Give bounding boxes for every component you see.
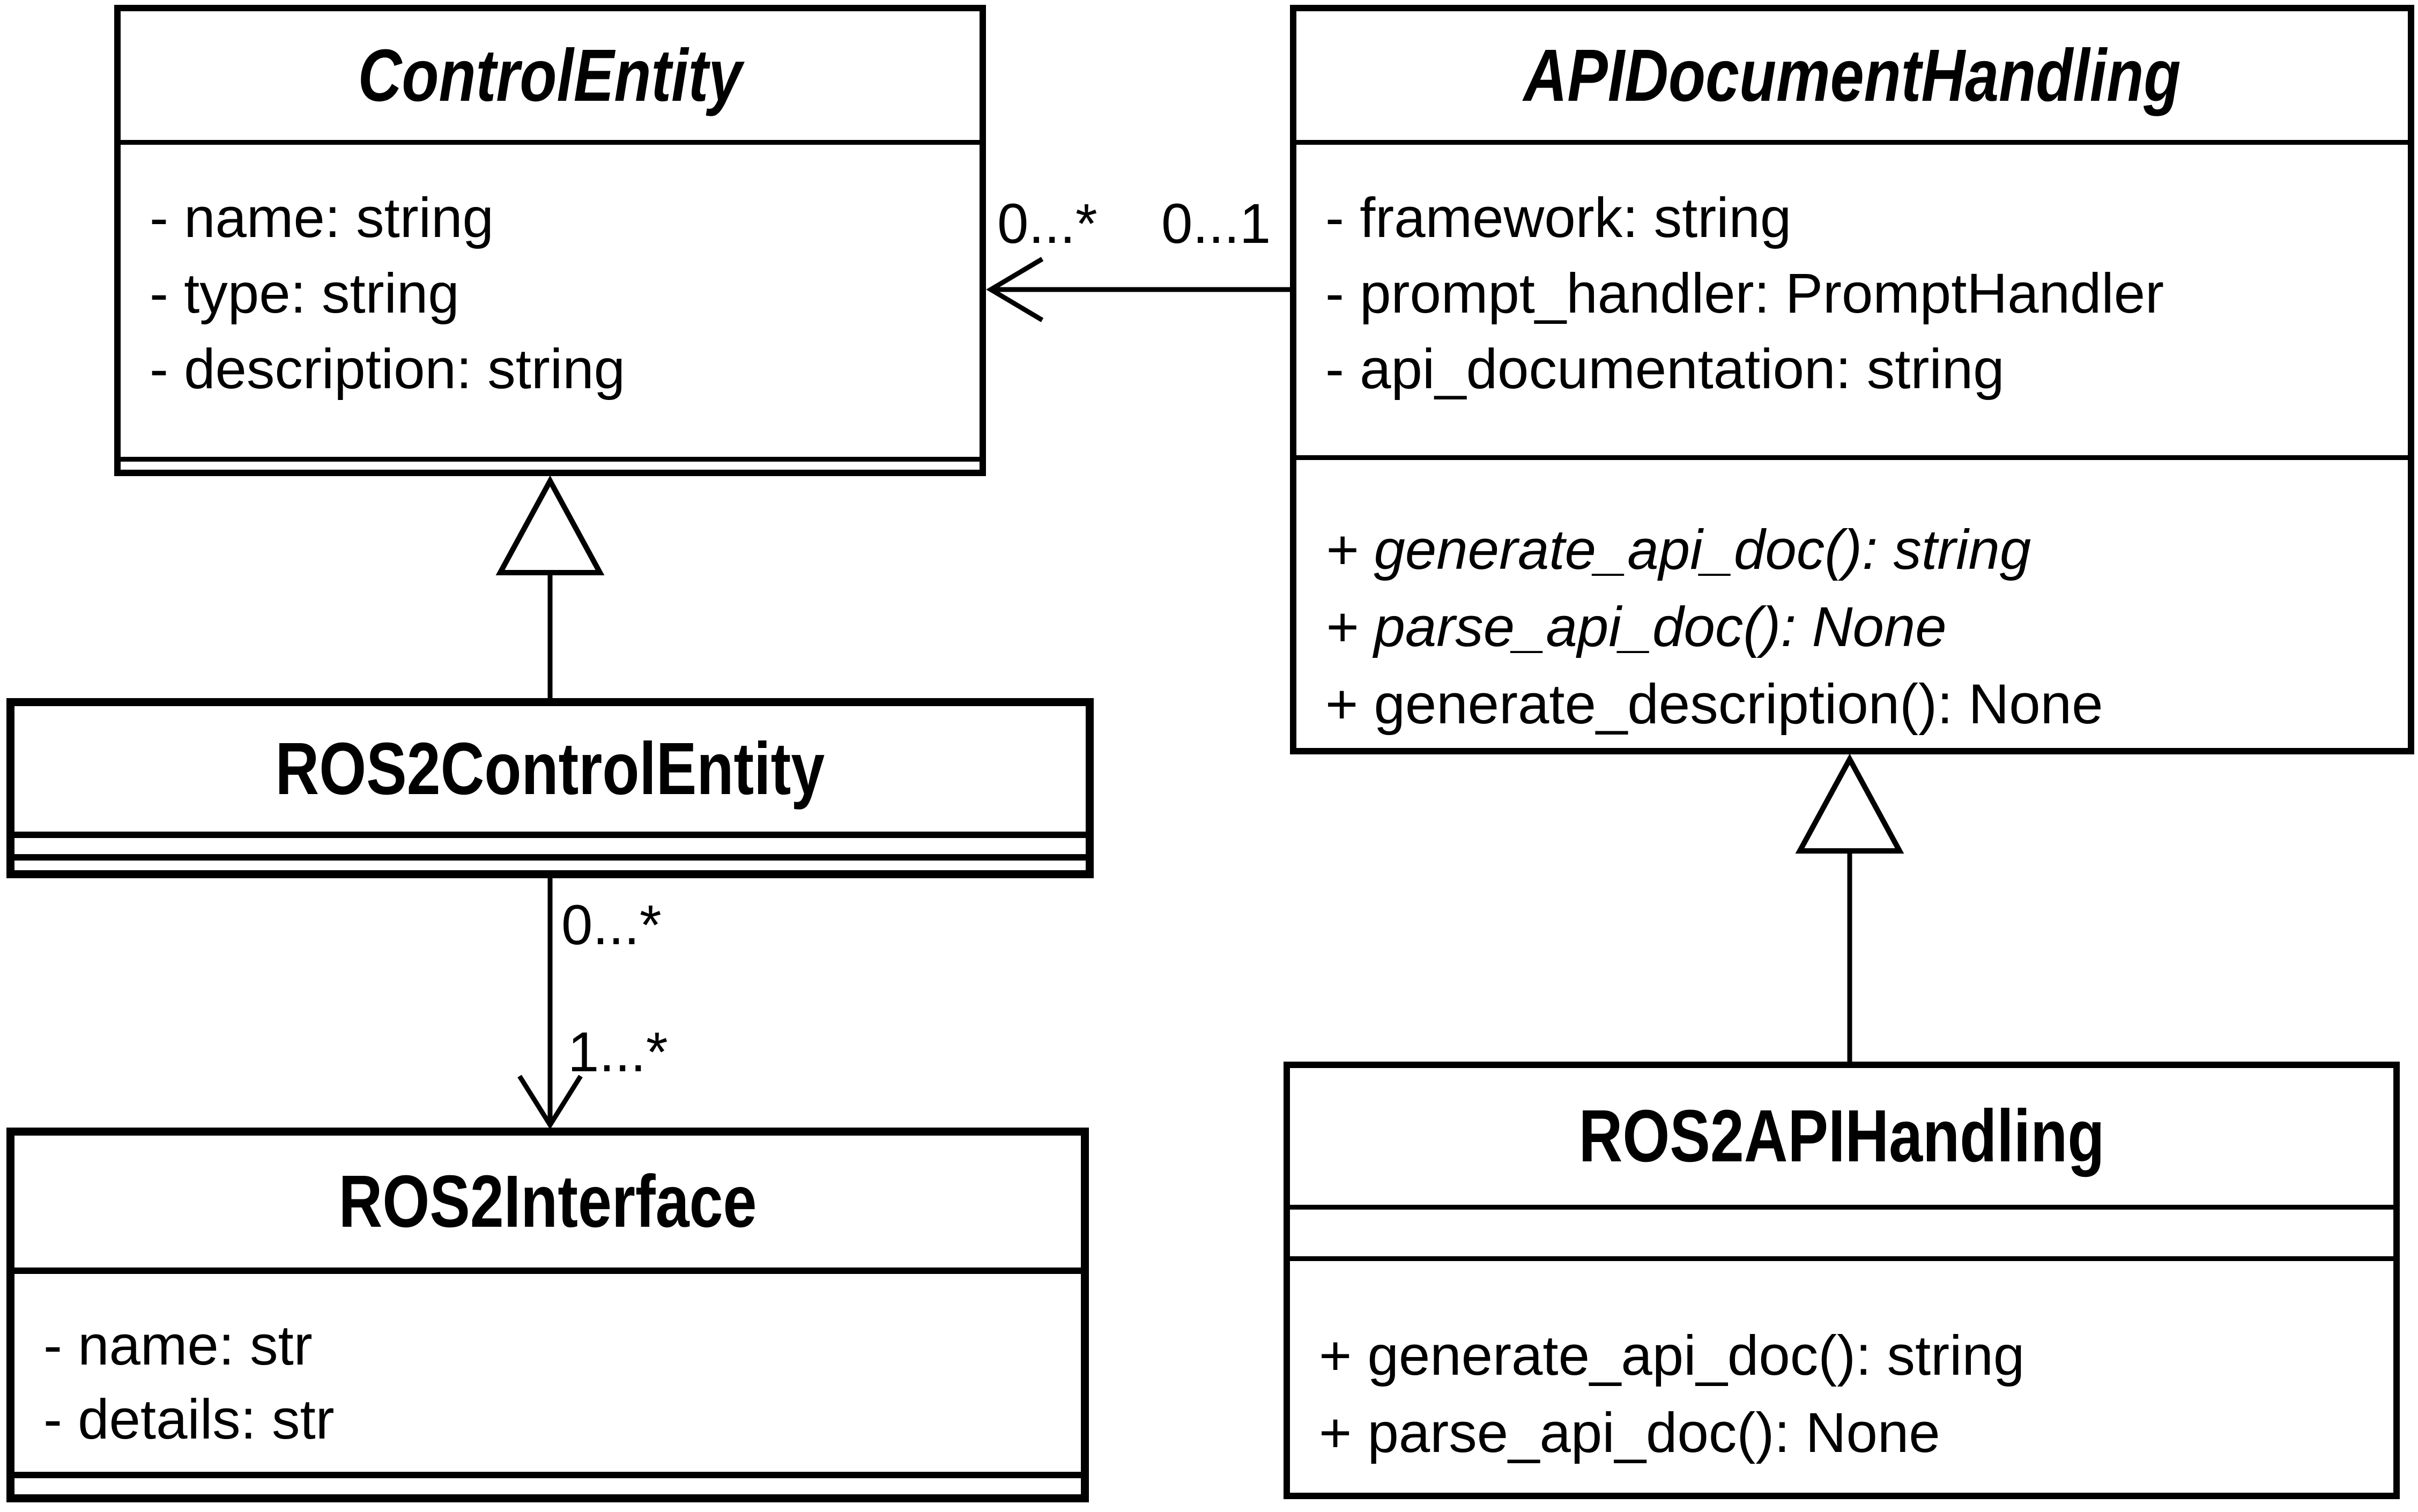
multiplicity-label-controlentity-end: 0...* <box>997 192 1097 255</box>
association-open-arrowhead-controlentity <box>986 257 1044 322</box>
class-title-controlentity: ControlEntity <box>121 11 980 140</box>
generalization-triangle-apidocumenthandling <box>1795 753 1904 854</box>
attribute-row: - name: str <box>43 1314 313 1377</box>
class-title-text: ROS2ControlEntity <box>275 727 825 810</box>
class-box-apidocumenthandling: APIDocumentHandling - framework: string … <box>1290 5 2414 754</box>
attribute-row: - framework: string <box>1325 187 1792 249</box>
attribute-row: - type: string <box>150 262 459 325</box>
class-box-ros2controlentity: ROS2ControlEntity <box>6 698 1094 878</box>
methods-compartment: + generate_api_doc(): string + parse_api… <box>1296 455 2408 748</box>
class-title-text: ROS2Interface <box>338 1160 757 1243</box>
class-title-ros2apihandling: ROS2APIHandling <box>1290 1068 2393 1205</box>
method-row: + parse_api_doc(): None <box>1319 1402 1940 1464</box>
attributes-compartment-empty <box>1290 1205 2393 1256</box>
class-title-text: APIDocumentHandling <box>1523 34 2181 117</box>
attribute-row: - api_documentation: string <box>1325 338 2005 401</box>
method-row: + generate_description(): None <box>1325 673 2103 736</box>
multiplicity-label-ros2controlentity-end: 0...* <box>561 894 662 957</box>
attribute-row: - name: string <box>150 187 494 249</box>
attributes-compartment: - name: str - details: str <box>14 1268 1081 1472</box>
method-row: + generate_api_doc(): string <box>1319 1324 2025 1387</box>
multiplicity-label-ros2interface-end: 1...* <box>568 1021 668 1084</box>
attribute-row: - details: str <box>43 1388 335 1451</box>
methods-compartment-empty <box>14 1472 1081 1494</box>
methods-compartment: + generate_api_doc(): string + parse_api… <box>1290 1256 2393 1493</box>
class-box-controlentity: ControlEntity - name: string - type: str… <box>114 5 986 476</box>
class-title-ros2controlentity: ROS2ControlEntity <box>14 706 1086 832</box>
class-title-apidocumenthandling: APIDocumentHandling <box>1296 11 2408 140</box>
class-box-ros2interface: ROS2Interface - name: str - details: str <box>6 1128 1089 1502</box>
methods-compartment-empty <box>121 457 980 470</box>
generalization-triangle-controlentity <box>495 475 605 575</box>
class-box-ros2apihandling: ROS2APIHandling + generate_api_doc(): st… <box>1284 1062 2400 1499</box>
methods-compartment-empty <box>14 854 1086 870</box>
attributes-compartment: - name: string - type: string - descript… <box>121 140 980 457</box>
attribute-row: - description: string <box>150 338 626 401</box>
multiplicity-label-apidocumenthandling-end: 0...1 <box>1161 192 1271 255</box>
attributes-compartment: - framework: string - prompt_handler: Pr… <box>1296 140 2408 455</box>
attribute-row: - prompt_handler: PromptHandler <box>1325 262 2164 325</box>
class-title-text: ROS2APIHandling <box>1578 1095 2105 1177</box>
attributes-compartment-empty <box>14 832 1086 854</box>
class-title-ros2interface: ROS2Interface <box>14 1136 1081 1268</box>
method-row: + parse_api_doc(): None <box>1325 596 1947 658</box>
method-row: + generate_api_doc(): string <box>1325 518 2031 581</box>
class-title-text: ControlEntity <box>358 34 743 117</box>
